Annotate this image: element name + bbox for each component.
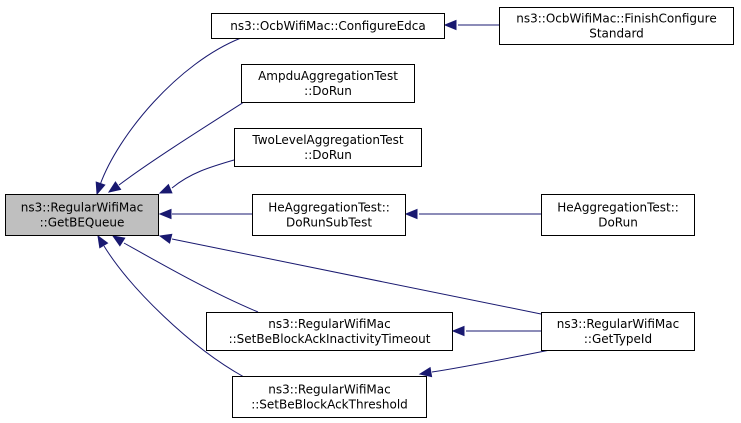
node-twolevelaggregationtest-dorun[interactable]: TwoLevelAggregationTest::DoRun	[234, 128, 422, 167]
node-label-line: ns3::RegularWifiMac	[557, 317, 679, 331]
node-box	[499, 7, 734, 45]
edge-gettypeid-to-getbequeue	[158, 233, 542, 315]
node-label-line: ns3::OcbWifiMac::FinishConfigure	[516, 12, 716, 26]
node-box	[241, 64, 415, 103]
arrowhead-icon	[158, 208, 172, 220]
edge-twolevel-to-getbequeue	[158, 159, 235, 194]
node-label-line: DoRun	[598, 216, 638, 230]
node-box	[211, 13, 445, 39]
node-regularwifimac-setbeblockackinactivitytimeout[interactable]: ns3::RegularWifiMac::SetBeBlockAckInacti…	[206, 312, 453, 351]
node-label-line: ::GetBEQueue	[40, 216, 125, 230]
node-heaggregationtest-dorun[interactable]: HeAggregationTest::DoRun	[541, 194, 695, 236]
nodes-layer: ns3::RegularWifiMac::GetBEQueue ns3::OcbW…	[5, 7, 734, 418]
node-label-line: ::DoRun	[304, 84, 352, 98]
arrowhead-icon	[95, 181, 106, 196]
node-box	[232, 376, 427, 418]
node-label-line: ns3::OcbWifiMac::ConfigureEdca	[230, 19, 425, 33]
edge-line	[118, 101, 245, 186]
edge-line	[431, 349, 551, 373]
node-label-line: ::DoRun	[304, 148, 352, 162]
edge-line	[171, 238, 542, 315]
edge-threshold-to-getbequeue	[97, 234, 245, 378]
node-heaggregationtest-dorunsubtest[interactable]: HeAggregationTest::DoRunSubTest	[252, 194, 406, 236]
arrowhead-icon	[107, 181, 122, 193]
node-box	[541, 194, 695, 236]
node-box	[5, 194, 159, 236]
edge-line	[99, 37, 242, 186]
arrowhead-icon	[111, 235, 126, 247]
node-box	[541, 312, 695, 351]
node-label-line: TwoLevelAggregationTest	[251, 133, 404, 147]
arrowhead-icon	[451, 325, 465, 337]
node-ocbwifimac-configureedca[interactable]: ns3::OcbWifiMac::ConfigureEdca	[211, 13, 445, 39]
arrowhead-icon	[158, 233, 173, 244]
node-label-line: ::SetBeBlockAckThreshold	[251, 398, 408, 412]
arrowhead-icon	[418, 366, 433, 378]
node-label-line: Standard	[589, 27, 644, 41]
edge-line	[103, 245, 245, 378]
edge-inactivity-to-getbequeue	[111, 235, 259, 313]
node-regularwifimac-gettypeid[interactable]: ns3::RegularWifiMac::GetTypeId	[541, 312, 695, 351]
edge-ampdu-to-getbequeue	[107, 101, 245, 193]
edge-line	[123, 242, 259, 313]
node-label-line: HeAggregationTest::	[268, 201, 390, 215]
node-regularwifimac-getbequeue[interactable]: ns3::RegularWifiMac::GetBEQueue	[5, 194, 159, 236]
arrowhead-icon	[158, 183, 173, 194]
edge-gettypeid-to-inactivity	[451, 325, 541, 337]
arrowhead-icon	[443, 19, 457, 31]
node-label-line: HeAggregationTest::	[557, 201, 679, 215]
node-label-line: ::GetTypeId	[584, 332, 652, 346]
node-label-line: ns3::RegularWifiMac	[268, 317, 390, 331]
edge-line	[171, 159, 235, 189]
edge-gettypeid-to-threshold	[418, 349, 551, 378]
node-label-line: DoRunSubTest	[286, 216, 372, 230]
edges-layer	[95, 19, 551, 378]
edge-hesubtest-to-getbequeue	[158, 208, 252, 220]
node-box	[206, 312, 453, 351]
edge-hedorun-to-hesubtest	[404, 208, 541, 220]
node-box	[234, 128, 422, 167]
edge-configureedca-to-getbequeue	[95, 37, 242, 196]
node-box	[252, 194, 406, 236]
node-regularwifimac-setbeblockackthreshold[interactable]: ns3::RegularWifiMac::SetBeBlockAckThresh…	[232, 376, 427, 418]
node-label-line: ns3::RegularWifiMac	[21, 201, 143, 215]
node-label-line: AmpduAggregationTest	[258, 69, 398, 83]
node-label-line: ns3::RegularWifiMac	[268, 383, 390, 397]
arrowhead-icon	[97, 234, 109, 249]
node-label-line: ::SetBeBlockAckInactivityTimeout	[229, 332, 431, 346]
arrowhead-icon	[404, 208, 418, 220]
edge-finishconfigure-to-configureedca	[443, 19, 499, 31]
node-ampduaggregationtest-dorun[interactable]: AmpduAggregationTest::DoRun	[241, 64, 415, 103]
